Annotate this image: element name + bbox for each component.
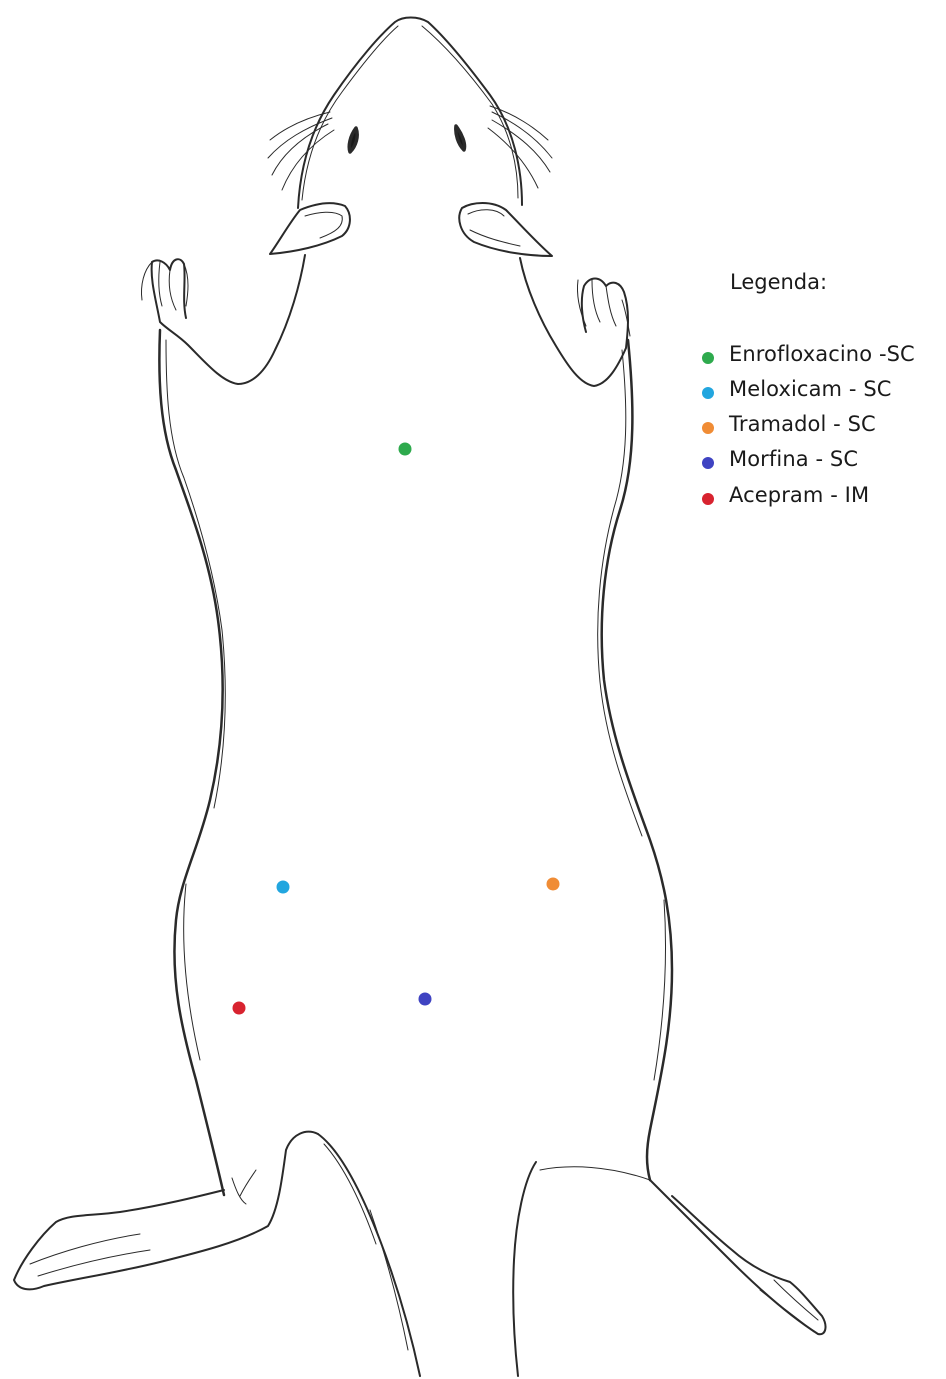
tail (318, 1134, 420, 1376)
cyan-dot-icon (702, 387, 714, 399)
legend-item-label: Meloxicam - SC (729, 377, 892, 401)
head-outline (298, 18, 522, 209)
right-eye (456, 126, 465, 150)
blue-dot-icon (702, 457, 714, 469)
right-foreleg (520, 258, 628, 386)
body-right-side-sketch (598, 350, 666, 1080)
legend-title: Legenda: (730, 270, 827, 294)
head-outline-sketch (302, 26, 518, 200)
legend-item-label: Morfina - SC (729, 447, 858, 471)
animal-outline (14, 18, 825, 1377)
right-hind-paw-detail (540, 1167, 818, 1332)
left-forepaw-claws (141, 262, 188, 310)
legend-item-meloxicam: Meloxicam - SC (698, 375, 944, 405)
tail-sketch (324, 1144, 408, 1350)
left-eye (349, 128, 357, 152)
legend-item-label: Acepram - IM (729, 483, 869, 507)
legend-item-acepram: Acepram - IM (698, 481, 944, 511)
legend-item-label: Enrofloxacino -SC (729, 342, 915, 366)
green-dot-icon (702, 352, 714, 364)
injection-site-tramadol (547, 878, 560, 891)
legend-item-label: Tramadol - SC (729, 412, 876, 436)
left-ear-inner (305, 212, 342, 238)
injection-site-acepram (233, 1002, 246, 1015)
body-left-side (159, 330, 224, 1195)
left-hind-leg (14, 1132, 318, 1290)
legend-item-tramadol: Tramadol - SC (698, 410, 944, 440)
whiskers (268, 106, 552, 190)
right-hind-leg (513, 1162, 825, 1376)
injection-sites (233, 443, 560, 1015)
injection-site-meloxicam (277, 881, 290, 894)
injection-site-enrofloxacino (399, 443, 412, 456)
legend-item-enrofloxacino: Enrofloxacino -SC (698, 340, 944, 370)
body-right-side (602, 340, 672, 1180)
injection-site-morfina (419, 993, 432, 1006)
legend-item-morfina: Morfina - SC (698, 445, 944, 475)
red-dot-icon (702, 493, 714, 505)
left-foreleg (152, 255, 305, 384)
right-ear (459, 203, 552, 256)
orange-dot-icon (702, 422, 714, 434)
